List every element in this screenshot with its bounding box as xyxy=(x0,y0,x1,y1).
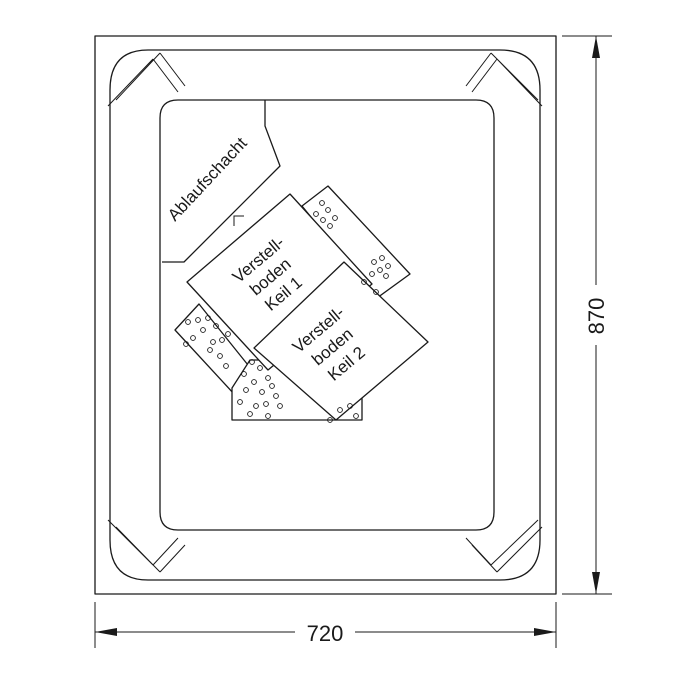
perforation-hole xyxy=(327,417,333,423)
perforation-hole xyxy=(195,317,201,323)
perforation-hole xyxy=(210,339,216,345)
perforation-hole xyxy=(325,207,331,213)
perforation-hole xyxy=(277,403,283,409)
perforation-hole xyxy=(361,279,367,285)
height-dimension: 870 xyxy=(562,35,612,595)
drain-shaft-label: Ablaufschacht xyxy=(164,133,251,224)
perforation-hole xyxy=(327,223,333,229)
perforation-hole xyxy=(241,371,247,377)
perforation-hole xyxy=(259,389,265,395)
perforation-hole xyxy=(265,375,271,381)
perforation-hole xyxy=(213,323,219,329)
perforation-hole xyxy=(251,379,257,385)
perforation-hole xyxy=(377,267,383,273)
perforation-hole xyxy=(225,331,231,337)
perforation-hole xyxy=(369,271,375,277)
height-value: 870 xyxy=(584,298,609,335)
perforation-hole xyxy=(263,401,269,407)
perforation-hole xyxy=(253,403,259,409)
width-value: 720 xyxy=(307,621,344,646)
perforation-hole xyxy=(379,255,385,261)
perforation-hole xyxy=(273,393,279,399)
perforation-hole xyxy=(249,359,255,365)
perforation-hole xyxy=(313,211,319,217)
perforation-hole xyxy=(207,347,213,353)
perforation-hole xyxy=(257,365,263,371)
perforation-hole xyxy=(200,327,206,333)
perforation-hole xyxy=(223,363,229,369)
perforation-hole xyxy=(347,403,353,409)
perforation-hole xyxy=(383,273,389,279)
perforation-hole xyxy=(320,217,326,223)
perforation-hole xyxy=(373,289,379,295)
perforation-hole xyxy=(353,413,359,419)
adjustable-floor-wedge-1: Verstell- boden Keil 1 xyxy=(186,193,373,371)
perforation-hole xyxy=(219,337,225,343)
basin-middle-outline xyxy=(109,49,541,581)
perforation-hole xyxy=(217,353,223,359)
perforation-hole xyxy=(237,399,243,405)
perforation-hole xyxy=(385,263,391,269)
perforation-hole xyxy=(269,383,275,389)
adjustable-floor-wedge-2: Verstell- boden Keil 2 xyxy=(253,261,429,421)
perforation-hole xyxy=(265,413,271,419)
perforation-hole xyxy=(190,335,196,341)
perforation-hole xyxy=(371,259,377,265)
perforation-hole xyxy=(337,407,343,413)
perforation-hole xyxy=(243,387,249,393)
drain-shaft-outline xyxy=(162,100,281,263)
perforation-hole xyxy=(247,411,253,417)
perforation-hole xyxy=(185,319,191,325)
basin-inner-floor xyxy=(159,99,495,531)
outer-frame xyxy=(94,35,557,595)
corner-bevels xyxy=(107,52,543,573)
perforation-hole xyxy=(205,315,211,321)
perforation-hole xyxy=(332,215,338,221)
width-dimension: 720 xyxy=(94,602,557,648)
perforation-hole xyxy=(183,341,189,347)
perforation-hole xyxy=(319,200,325,206)
perforation-holes xyxy=(183,200,391,423)
